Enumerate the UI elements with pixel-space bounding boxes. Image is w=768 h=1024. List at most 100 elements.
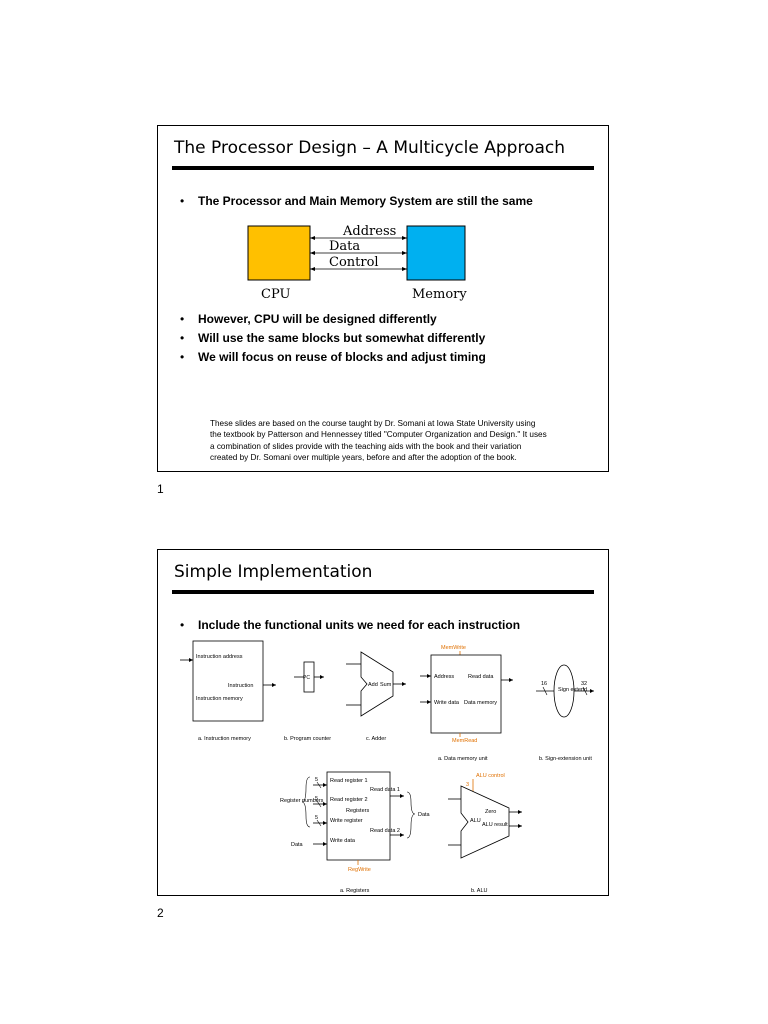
arrowhead	[323, 842, 327, 846]
functional-units-diagram: Instruction address Instruction Instruct…	[180, 640, 594, 894]
caption-program-counter: b. Program counter	[284, 736, 331, 742]
memory-label: Memory	[412, 287, 467, 302]
sign-extend-name-label: Sign extend	[558, 687, 587, 693]
imem-address-label: Instruction address	[196, 654, 243, 660]
arrowhead	[402, 251, 407, 255]
arrowhead	[427, 674, 431, 678]
arrowhead	[427, 700, 431, 704]
note-line: These slides are based on the course tau…	[210, 419, 536, 428]
adder-shape	[360, 651, 394, 717]
arrowhead	[518, 810, 522, 814]
caption-data-memory: a. Data memory unit	[438, 756, 488, 762]
arrowhead	[272, 683, 276, 687]
arrowhead	[310, 251, 315, 255]
cpu-memory-diagram: Address Data Control CPU Memory	[247, 224, 467, 302]
arrowhead	[509, 678, 513, 682]
caption-registers: a. Registers	[340, 888, 370, 894]
title-rule	[172, 166, 594, 170]
caption-instruction-memory: a. Instruction memory	[198, 736, 251, 742]
bullet-item: Include the functional units we need for…	[180, 616, 520, 635]
slide-2-bullets: Include the functional units we need for…	[180, 616, 520, 635]
note-line: created by Dr. Somani over multiple year…	[210, 452, 517, 462]
data-out-brace	[406, 791, 416, 839]
alu-shape	[460, 785, 510, 859]
slide-1-top-bullets: The Processor and Main Memory System are…	[180, 192, 533, 211]
adder-sum-label: Sum	[380, 682, 392, 688]
sign-extend-in-label: 16	[541, 681, 547, 687]
alu-control-label: ALU control	[476, 773, 505, 779]
reg-name-label: Registers	[346, 808, 369, 814]
reg-read1-label: Read register 1	[330, 778, 368, 784]
slide-2: Simple Implementation Include the functi…	[157, 549, 609, 896]
note-line: a combination of slides provide with the…	[210, 441, 522, 451]
arrowhead	[323, 783, 327, 787]
arrowhead	[310, 267, 315, 271]
reg-read-data1-label: Read data 1	[370, 787, 400, 793]
slide-1: The Processor Design – A Multicycle Appr…	[157, 125, 609, 472]
cpu-label: CPU	[261, 287, 290, 302]
regwrite-label: RegWrite	[348, 867, 371, 873]
reg-read-data2-label: Read data 2	[370, 828, 400, 834]
bullet-item: We will focus on reuse of blocks and adj…	[180, 348, 486, 367]
arrowhead	[323, 802, 327, 806]
arrowhead	[590, 689, 594, 693]
arrowhead	[402, 236, 407, 240]
memwrite-label: MemWrite	[441, 645, 466, 651]
reg-bits-label: 5	[315, 796, 318, 802]
dm-read-data-label: Read data	[468, 674, 494, 680]
note-line: the textbook by Patterson and Hennessey …	[210, 430, 547, 440]
caption-sign-extension: b. Sign-extension unit	[539, 756, 592, 762]
data-label: Data	[329, 239, 360, 254]
caption-adder: c. Adder	[366, 736, 386, 742]
address-label: Address	[342, 224, 396, 239]
arrowhead	[402, 682, 406, 686]
pc-label: PC	[303, 675, 310, 681]
dm-write-data-label: Write data	[434, 700, 460, 706]
arrowhead	[518, 824, 522, 828]
arrowhead	[400, 794, 404, 798]
arrowhead	[320, 675, 324, 679]
register-numbers-label: Register numbers	[280, 798, 324, 804]
credits-note: These slides are based on the course tau…	[210, 418, 570, 463]
memory-block	[406, 225, 466, 281]
alu-control-bits: 3	[466, 782, 469, 788]
reg-data-in-label: Data	[291, 842, 304, 848]
instruction-memory-block	[192, 640, 264, 722]
registers-block	[326, 771, 391, 861]
alu-zero-label: Zero	[485, 809, 496, 815]
arrowhead	[310, 236, 315, 240]
reg-read2-label: Read register 2	[330, 797, 368, 803]
reg-write-label: Write register	[330, 818, 363, 824]
reg-bits-label: 5	[315, 777, 318, 783]
arrowhead	[189, 658, 193, 662]
slide-2-title: Simple Implementation	[174, 562, 373, 582]
reg-bits-label: 5	[315, 815, 318, 821]
caption-alu: b. ALU	[471, 888, 488, 894]
dm-address-label: Address	[434, 674, 454, 680]
cpu-block	[247, 225, 311, 281]
data-memory-block	[430, 654, 502, 734]
dm-name-label: Data memory	[464, 700, 497, 706]
title-rule	[172, 590, 594, 594]
sign-extend-out-label: 32	[581, 681, 587, 687]
page-number-1: 1	[157, 482, 164, 496]
page-number-2: 2	[157, 906, 164, 920]
arrowhead	[402, 267, 407, 271]
control-label: Control	[329, 255, 379, 270]
bullet-item: However, CPU will be designed differentl…	[180, 310, 486, 329]
adder-add-label: Add	[368, 682, 378, 688]
reg-write-data-label: Write data	[330, 838, 356, 844]
imem-instruction-label: Instruction	[228, 683, 253, 689]
slide-1-title: The Processor Design – A Multicycle Appr…	[174, 138, 565, 158]
alu-result-label: ALU result	[482, 822, 508, 828]
bullet-item: The Processor and Main Memory System are…	[180, 192, 533, 211]
slide-1-bullets: However, CPU will be designed differentl…	[180, 310, 486, 367]
register-numbers-brace	[301, 776, 311, 828]
memread-label: MemRead	[452, 738, 477, 744]
reg-data-out-label: Data	[418, 812, 431, 818]
arrowhead	[400, 833, 404, 837]
bullet-item: Will use the same blocks but somewhat di…	[180, 329, 486, 348]
imem-name-label: Instruction memory	[196, 696, 243, 702]
arrowhead	[323, 821, 327, 825]
alu-name-label: ALU	[470, 818, 481, 824]
